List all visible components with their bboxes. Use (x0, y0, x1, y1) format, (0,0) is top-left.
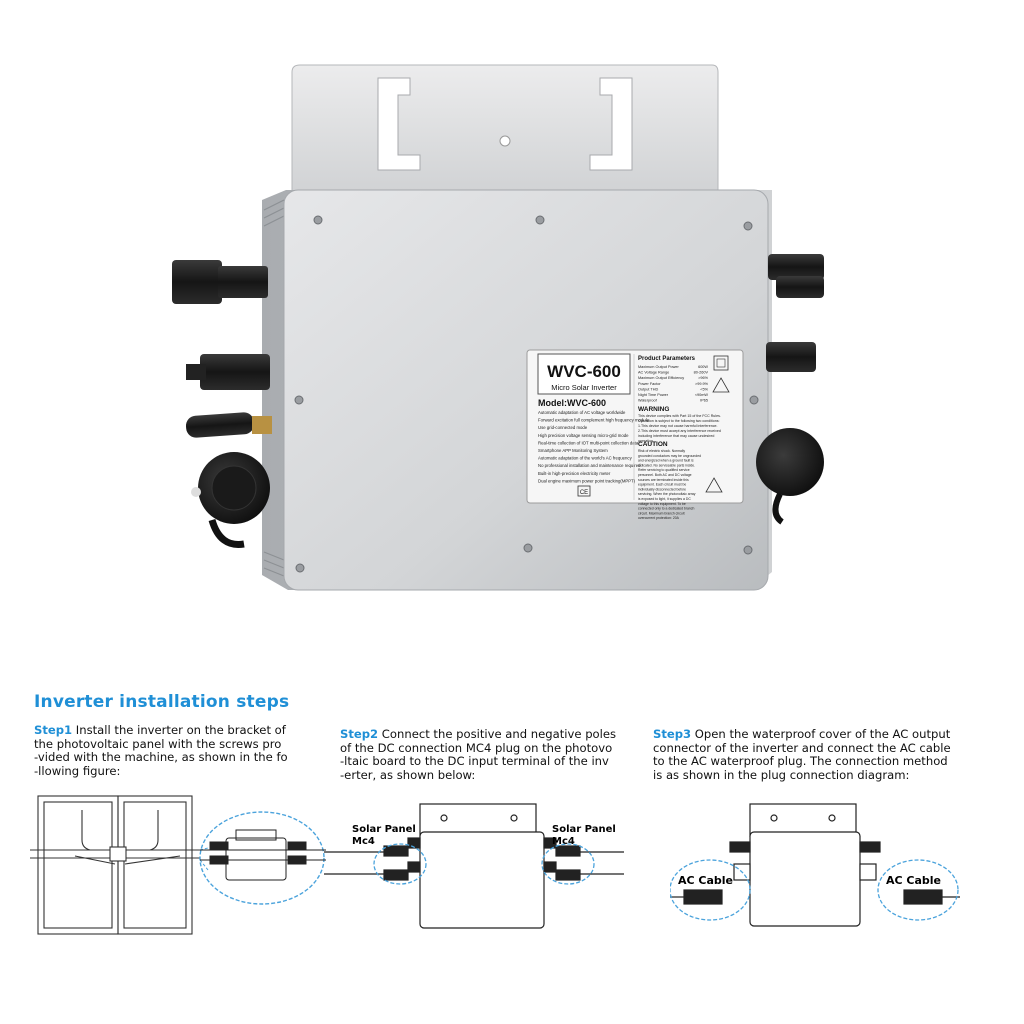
param-value: <90mW (695, 393, 709, 397)
warning-line: Operation is subject to the following tw… (638, 419, 720, 423)
warning-line: operation. (638, 439, 654, 443)
diagram-dc-connection: Solar Panel Mc4 Solar Panel Mc4 (324, 803, 624, 929)
caution-line: Refer servicing to qualified service (638, 468, 690, 472)
label-title: WVC-600 (547, 362, 621, 381)
param-name: Output THD (638, 387, 658, 391)
mc4-label-right: Mc4 (552, 836, 575, 847)
installation-heading: Inverter installation steps (34, 692, 290, 712)
param-value: <5% (700, 387, 708, 391)
label-params-table: Maximum Output Power 600W AC Voltage Range… (638, 365, 709, 403)
warning-line: This device complies with Part 15 of the… (638, 414, 721, 418)
param-name: Waterproof (638, 399, 658, 403)
label-feature-line: No professional installation and mainten… (538, 463, 641, 468)
label-feature-line: Automatic adaptation of AC voltage world… (538, 410, 626, 415)
param-name: AC Voltage Range (638, 371, 669, 375)
step-3-key: Step3 (653, 727, 692, 741)
label-caution-text: Risk of electric shock. Normallygrounded… (638, 449, 701, 520)
caution-line: individually disconnected before (638, 487, 686, 491)
param-value: 600W (698, 365, 708, 369)
caution-title: CAUTION (638, 441, 668, 448)
caution-line: grounded conductors may be ungrounded (638, 454, 701, 458)
caution-line: is exposed to light, it supplies a DC (638, 497, 691, 501)
step-2-key: Step2 (340, 727, 379, 741)
diagram-bracket-mounting (30, 795, 326, 935)
caution-line: personnel. Both AC and DC voltage (638, 473, 692, 477)
label-feature-list: Automatic adaptation of AC voltage world… (538, 410, 650, 483)
solar-panel-label-left: Solar Panel (352, 824, 416, 835)
param-value: >96% (698, 376, 708, 380)
solar-panel-label-right: Solar Panel (552, 824, 616, 835)
label-feature-line: Forward excitation full complement high … (538, 418, 650, 423)
label-feature-line: Built-in high-precision electricity mete… (538, 471, 611, 476)
caution-line: voltage to this equipment. To be (638, 502, 686, 506)
warning-line: 1.This device may not cause harmful inte… (638, 424, 718, 428)
param-name: Maximum Output Power (638, 365, 679, 369)
mc4-label-left: Mc4 (352, 836, 375, 847)
inverter-product-image: WVC-600 Micro Solar Inverter Model:WVC-6… (172, 64, 824, 591)
label-feature-line: Automatic adaptation of the world's AC f… (538, 456, 633, 461)
caution-line: Risk of electric shock. Normally (638, 449, 685, 453)
param-value: IP65 (700, 399, 708, 403)
diagram-ac-connection: AC Cable AC Cable (670, 803, 960, 927)
param-name: Night Time Power (638, 393, 669, 397)
param-name: Maximum Output Efficiency (638, 376, 684, 380)
dc-output-connectors-right (756, 254, 824, 525)
ac-cable-label-left: AC Cable (678, 874, 733, 887)
caution-line: sources are terminated inside this (638, 478, 689, 482)
step-2-text: Step2 Connect the positive and negative … (340, 727, 617, 782)
warning-title: WARNING (638, 406, 669, 413)
ac-cable-label-right: AC Cable (886, 874, 941, 887)
caution-line: circuit. Maximum branch circuit (638, 511, 685, 515)
warning-line: including interference that may cause un… (638, 434, 714, 438)
param-value: >99.9% (695, 382, 709, 386)
warning-line: 2.This device must accept any interferen… (638, 429, 721, 433)
dc-input-connectors-left (172, 260, 272, 548)
label-warning-text: This device complies with Part 15 of the… (638, 414, 721, 443)
caution-line: indicated. No serviceable parts inside. (638, 463, 695, 467)
caution-line: servicing. When the photovoltaic array (638, 492, 696, 496)
param-name: Power Factor (638, 382, 661, 386)
product-label: WVC-600 Micro Solar Inverter Model:WVC-6… (526, 349, 744, 520)
ce-mark: CE (580, 490, 588, 496)
step-3-text: Step3 Open the waterproof cover of the A… (653, 727, 951, 782)
label-subtitle: Micro Solar Inverter (551, 383, 617, 392)
params-title: Product Parameters (638, 356, 696, 362)
label-model: Model:WVC-600 (538, 398, 606, 408)
caution-line: equipment. Each circuit must be (638, 483, 686, 487)
label-feature-line: High precision voltage sensing micro-gri… (538, 433, 629, 438)
step-1-text: Step1 Install the inverter on the bracke… (34, 723, 288, 778)
step-1-key: Step1 (34, 723, 73, 737)
label-feature-line: Real-time collection of IOT multi-point … (538, 440, 639, 445)
caution-line: overcurrent protection: 20A (638, 516, 680, 520)
caution-line: and energized when a ground fault is (638, 459, 694, 463)
mounting-bracket (291, 64, 719, 201)
label-feature-line: Dual engine maximum power point tracking… (538, 478, 636, 483)
label-feature-line: Use grid-connected mode (538, 425, 588, 430)
caution-line: connected only to a dedicated branch (638, 507, 694, 511)
label-feature-line: Smartphone APP Monitoring System (538, 448, 608, 453)
param-value: 80-260V (694, 371, 709, 375)
